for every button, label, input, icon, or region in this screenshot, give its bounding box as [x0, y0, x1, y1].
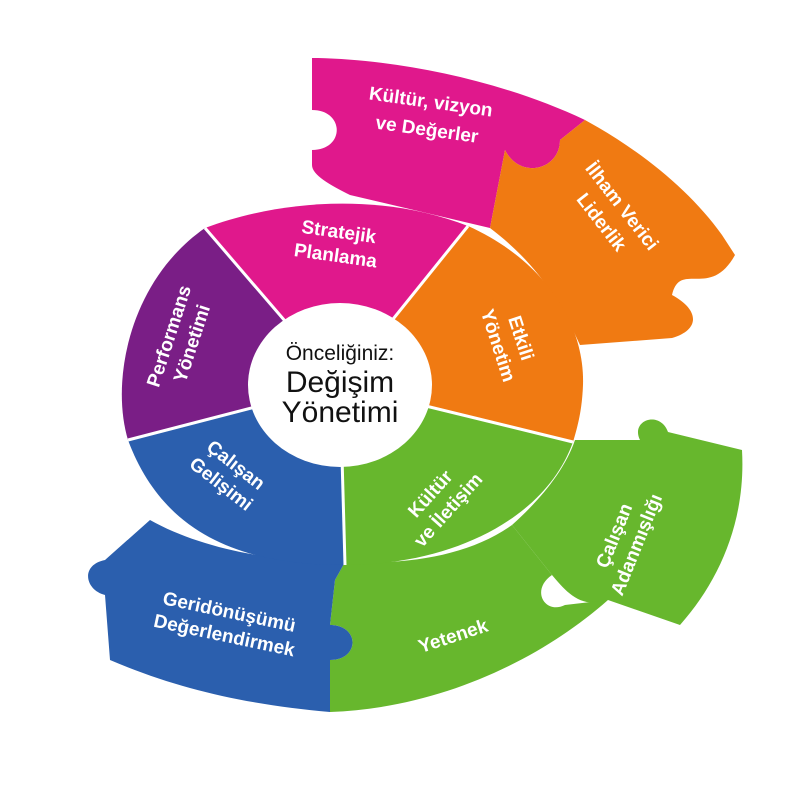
center-circle: [248, 303, 432, 467]
outer-piece-kultur-vizyon: [312, 58, 585, 228]
outer-piece-geridonusum: [88, 520, 353, 712]
outer-piece-yetenek: [330, 525, 608, 712]
inner-wedge-stratejik: [205, 203, 468, 385]
outer-piece-ilham: [490, 120, 735, 345]
center-line1: Önceliğiniz:: [286, 342, 395, 365]
center-line3: Yönetimi: [282, 396, 399, 429]
center-line2: Değişim: [286, 366, 394, 399]
outer-piece-adanmisligi: [512, 419, 743, 625]
